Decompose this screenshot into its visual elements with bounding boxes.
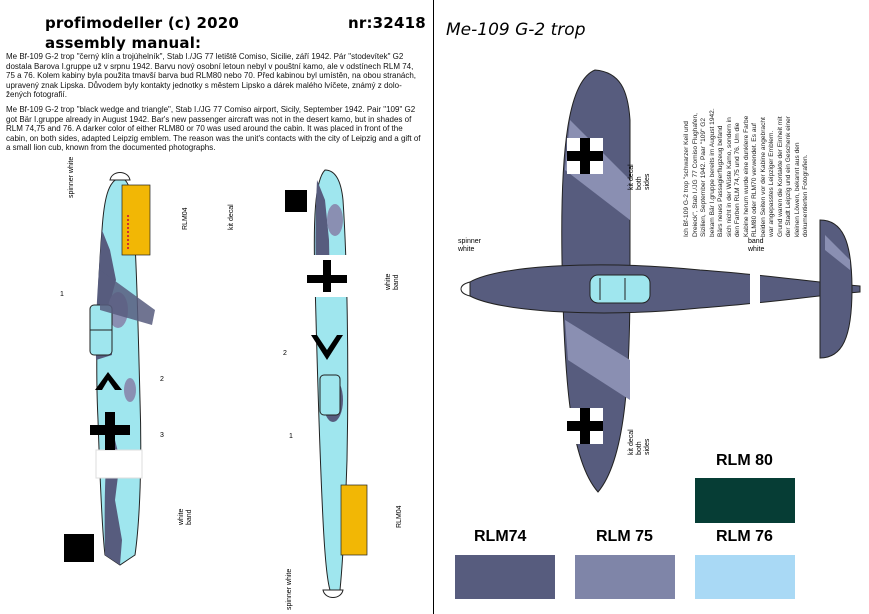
german-line-6: sich nicht in der Wüste Kamo, sondern in bbox=[725, 117, 733, 237]
callout-num-3a: 3 bbox=[160, 432, 164, 439]
german-line-10: beiden Seiten vor der Kabine angebracht bbox=[759, 117, 767, 237]
english-description: Me Bf-109 G-2 trop "black wedge and tria… bbox=[6, 105, 421, 153]
german-line-2: Dreieck", Stab I./JG 77 Comiso Flughafen… bbox=[691, 112, 699, 237]
side-view-starboard bbox=[64, 172, 155, 566]
page-divider bbox=[433, 0, 434, 614]
spinner-white-label: spinner white bbox=[458, 238, 481, 253]
callout-rlm04-1: RLM04 bbox=[182, 207, 189, 230]
right-title: Me-109 G-2 trop bbox=[446, 20, 586, 40]
callout-white-band-2: white band bbox=[178, 508, 193, 525]
german-line-11: war angepasstes Leipziger Emblem. bbox=[768, 130, 775, 237]
callout-spinner-white-r: spinner white bbox=[458, 238, 490, 254]
callout-kit-decal-1: kit decal bbox=[228, 204, 235, 230]
callout-num-2b: 2 bbox=[283, 350, 287, 357]
german-line-9: RLM80 oder RLM70 verwendet. Es auf bbox=[751, 123, 758, 237]
swatch-rlm75 bbox=[575, 555, 675, 599]
swatch-label-rlm74: RLM74 bbox=[474, 528, 527, 545]
german-line-14: kleinen Löwen, bekannt aus den bbox=[793, 142, 801, 237]
callout-kit-decal-top: kit decal both sides bbox=[628, 164, 651, 190]
swatch-rlm74 bbox=[455, 555, 555, 599]
callout-num-1b: 1 bbox=[289, 433, 293, 440]
band-white-label: band white bbox=[748, 238, 765, 253]
side-view-port bbox=[285, 169, 368, 598]
swatch-label-rlm75: RLM 75 bbox=[596, 528, 653, 545]
swatch-rlm76 bbox=[695, 555, 795, 599]
top-view-aircraft bbox=[460, 69, 861, 493]
callout-kit-decal-bottom: kit decal both sides bbox=[628, 429, 651, 455]
german-line-7: den Farben RLM 74,75 und 76. Um die bbox=[734, 122, 741, 237]
brand-title: profimodeller (c) 2020 bbox=[45, 14, 240, 32]
callout-spinner-white-2: spinner white bbox=[286, 568, 293, 610]
german-line-15: dokumentierten Fotografien. bbox=[802, 154, 809, 237]
callout-num-2a: 2 bbox=[160, 376, 164, 383]
callout-white-band-1: white band bbox=[385, 273, 400, 290]
german-line-12: Grund waren die Kontakte der Einheit mit bbox=[776, 116, 784, 237]
callout-spinner-white-1: spinner white bbox=[68, 156, 75, 198]
german-line-3: Sizilien, September 1942. Paar "109" G2 bbox=[700, 117, 707, 237]
callout-band-white-r: band white bbox=[748, 238, 778, 254]
german-line-4: bekam Bär I.gruppe bereits im August 194… bbox=[708, 108, 716, 237]
german-line-5: Bärs neues Passagierflugzeug befand bbox=[717, 125, 724, 237]
german-line-1: Ich Bf-109 G-2 trop "schwarzer Keil und bbox=[683, 121, 690, 237]
manual-subtitle: assembly manual: bbox=[45, 34, 202, 52]
swatch-label-rlm76: RLM 76 bbox=[716, 528, 773, 545]
callout-num-1a: 1 bbox=[60, 291, 64, 298]
kit-number: nr:32418 bbox=[348, 14, 426, 32]
swatch-rlm80 bbox=[695, 478, 795, 523]
callout-rlm04-2: RLM04 bbox=[396, 505, 403, 528]
czech-description: Me Bf-109 G-2 trop "černý klín a trojúhe… bbox=[6, 52, 417, 100]
german-line-13: der Stadt Leipzig und ein Geschenk einer bbox=[785, 116, 792, 237]
german-line-8: Kabine herum wurde eine dunklere Farbe bbox=[742, 115, 750, 237]
swatch-label-rlm80: RLM 80 bbox=[716, 452, 773, 469]
